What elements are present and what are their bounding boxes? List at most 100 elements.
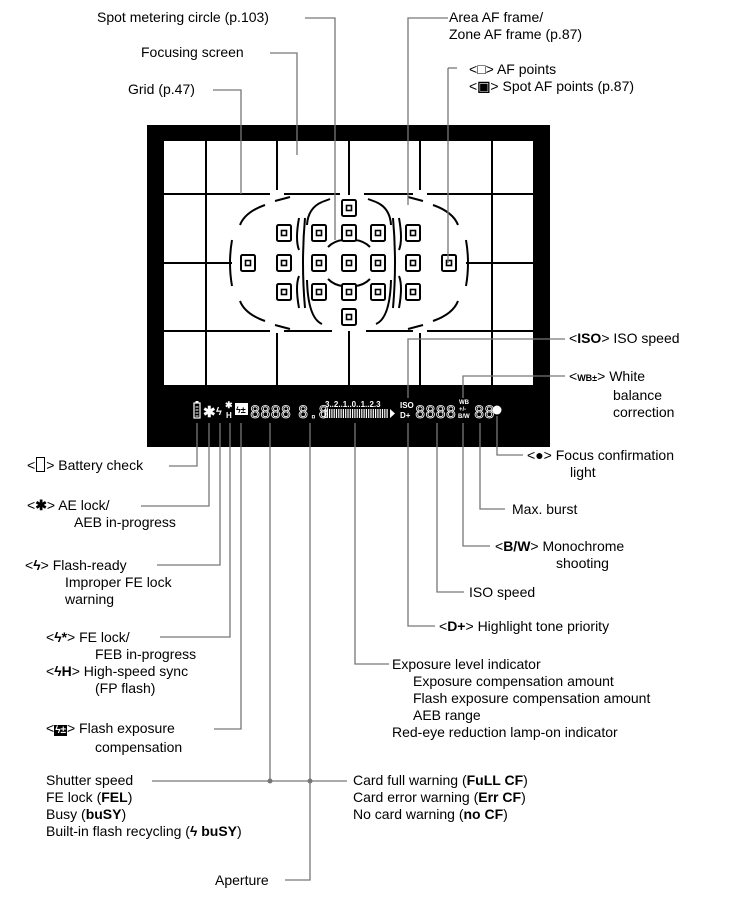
shutter-line1: Shutter speed bbox=[46, 772, 134, 788]
spot-af-point bbox=[280, 229, 288, 237]
af-point bbox=[311, 224, 327, 242]
af-point bbox=[276, 254, 292, 272]
wb-icon: WB± bbox=[577, 373, 598, 383]
d-plus-small-icon: D+ bbox=[400, 411, 411, 420]
spot-af-point bbox=[345, 313, 353, 321]
ae-line1: AE lock/ bbox=[58, 497, 110, 513]
af-point bbox=[341, 308, 357, 326]
spot-af-point-icon: ▣ bbox=[477, 78, 491, 94]
label-flash-ready: <ϟ> Flash-ready Improper FE lock warning bbox=[25, 557, 172, 607]
exposure-line3: Flash exposure compensation amount bbox=[413, 690, 651, 706]
flash-ready-label-icon: ϟ bbox=[33, 557, 41, 573]
label-fe-lock: <ϟ*> FE lock/ FEB in-progress <ϟH> High-… bbox=[46, 629, 197, 696]
aperture-digits: 8.8 bbox=[298, 403, 329, 423]
label-aperture: Aperture bbox=[215, 872, 269, 888]
focus-line1: Focus confirmation bbox=[555, 447, 675, 463]
label-focusing-screen: Focusing screen bbox=[141, 44, 244, 60]
label-monochrome: <B/W> Monochrome shooting bbox=[495, 538, 625, 571]
area-af-line1: Area AF frame/ bbox=[449, 9, 544, 25]
label-flash-exposure-compensation: <ϟ±> Flash exposure compensation bbox=[46, 720, 183, 755]
fec-label-icon: ϟ± bbox=[54, 725, 67, 736]
label-focus-confirmation: <●> Focus confirmation light bbox=[527, 447, 675, 480]
hs-line2: (FP flash) bbox=[95, 680, 156, 696]
spot-af-point bbox=[374, 259, 382, 267]
exposure-line2: Exposure compensation amount bbox=[413, 673, 614, 689]
flash-line3: warning bbox=[65, 591, 115, 607]
card-full-code: FuLL CF bbox=[466, 772, 524, 788]
bw-line2: shooting bbox=[556, 555, 609, 571]
spot-af-point bbox=[374, 288, 382, 296]
spot-af-point bbox=[315, 229, 323, 237]
fec-line1: Flash exposure bbox=[79, 720, 175, 736]
label-iso-speed: <ISO> ISO speed bbox=[569, 330, 680, 346]
flash-busy-code: ϟ buSY bbox=[189, 823, 238, 839]
label-iso-speed-digits: ISO speed bbox=[469, 584, 536, 600]
af-point bbox=[405, 283, 421, 301]
flash-line1: Flash-ready bbox=[52, 557, 127, 573]
af-point-icon: □ bbox=[477, 61, 486, 77]
af-point bbox=[341, 254, 357, 272]
flash-ready-icon: ϟ bbox=[216, 406, 222, 418]
af-point bbox=[370, 254, 386, 272]
label-grid: Grid (p.47) bbox=[128, 81, 195, 97]
high-speed-sync-icon: H bbox=[226, 411, 232, 420]
spot-af-point bbox=[280, 288, 288, 296]
exposure-line4: AEB range bbox=[413, 707, 481, 723]
af-point bbox=[341, 283, 357, 301]
af-point bbox=[341, 199, 357, 217]
area-af-frame bbox=[229, 196, 469, 330]
busy-code: buSY bbox=[85, 806, 122, 822]
spot-af-point bbox=[244, 259, 252, 267]
area-af-line2: Zone AF frame (p.87) bbox=[449, 26, 583, 42]
label-battery-check: <> Battery check bbox=[27, 457, 144, 473]
fec-line2: compensation bbox=[95, 739, 183, 755]
wb-plus-minus-icon: +/- bbox=[459, 407, 466, 413]
af-points bbox=[240, 199, 457, 326]
fe-line1: FE lock/ bbox=[79, 629, 130, 645]
spot-af-point bbox=[374, 229, 382, 237]
wb-line3: correction bbox=[613, 404, 675, 420]
spot-af-point bbox=[345, 229, 353, 237]
af-point bbox=[405, 224, 421, 242]
af-point bbox=[276, 283, 292, 301]
battery-label-icon bbox=[36, 457, 46, 472]
label-shutter-speed: Shutter speed FE lock (FEL) Busy (buSY) … bbox=[46, 772, 242, 839]
wb-small-icon: WB bbox=[459, 400, 470, 406]
ae-lock-label-icon: ✱ bbox=[35, 497, 47, 513]
lcd-readout: ✱ ϟ ✱ H ϟ± 8888 8.8 3..2..1..0..1..2.3 I… bbox=[193, 400, 502, 423]
high-speed-sync-label-icon: ϟH bbox=[54, 663, 72, 679]
focus-line2: light bbox=[570, 464, 596, 480]
af-point bbox=[311, 283, 327, 301]
label-spot-metering-circle: Spot metering circle (p.103) bbox=[97, 9, 269, 25]
battery-text: Battery check bbox=[58, 457, 144, 473]
d-plus-text: Highlight tone priority bbox=[477, 618, 610, 634]
spot-af-point bbox=[409, 259, 417, 267]
spot-af-point bbox=[445, 259, 453, 267]
label-af-points: <□> AF points <▣> Spot AF points (p.87) bbox=[469, 61, 635, 94]
fe-line2: FEB in-progress bbox=[95, 646, 197, 662]
label-wb-correction: <WB±> White balance correction bbox=[569, 368, 675, 420]
exposure-scale-numbers: 3..2..1..0..1..2.3 bbox=[325, 400, 381, 409]
label-highlight-tone-priority: <D+> Highlight tone priority bbox=[439, 618, 610, 634]
label-exposure-level: Exposure level indicator Exposure compen… bbox=[392, 656, 650, 741]
bw-small-icon: B/W bbox=[458, 414, 470, 420]
iso-text: ISO speed bbox=[613, 330, 680, 346]
focus-confirmation-dot bbox=[492, 405, 502, 415]
max-burst-digits: 88 bbox=[474, 403, 494, 423]
bw-icon: B/W bbox=[503, 538, 531, 554]
af-point bbox=[276, 224, 292, 242]
exposure-level-bar bbox=[324, 409, 395, 418]
af-point bbox=[405, 254, 421, 272]
af-points-text: AF points bbox=[496, 61, 557, 77]
wb-line1: White bbox=[609, 368, 645, 384]
af-point bbox=[441, 254, 457, 272]
iso-digits: 8888 bbox=[415, 403, 456, 423]
exposure-line5: Red-eye reduction lamp-on indicator bbox=[392, 724, 618, 740]
label-card-warnings: Card full warning (FuLL CF) Card error w… bbox=[353, 772, 528, 822]
fe-lock-icon: ✱ bbox=[225, 400, 233, 410]
d-plus-icon: D+ bbox=[447, 618, 466, 634]
spot-af-point bbox=[409, 229, 417, 237]
af-point bbox=[370, 283, 386, 301]
focus-dot-icon: ● bbox=[535, 447, 544, 463]
